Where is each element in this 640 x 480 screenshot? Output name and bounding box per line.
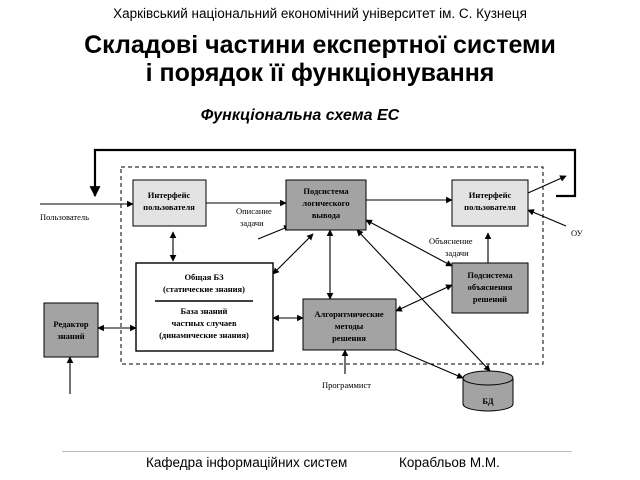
algo-explain-arrow (395, 284, 453, 312)
kb-dynamic-line-1: База знаний (181, 306, 228, 316)
ui-in-line-2: пользователя (143, 202, 195, 212)
inference-line-1: Подсистема (303, 186, 349, 196)
kb-dynamic-line-3: (динамические знания) (159, 330, 249, 340)
editor-box (43, 302, 99, 358)
task-desc-line-2: задачи (240, 218, 264, 228)
explain-line-2: объяснения (468, 282, 513, 292)
connectors (40, 175, 567, 394)
ou-return-arrow (527, 209, 567, 227)
system-boundary (120, 166, 544, 365)
editor-line-2: знаний (57, 331, 84, 341)
algo-line-3: решения (332, 333, 366, 343)
algo-line-2: методы (335, 321, 364, 331)
explain-line-1: Подсистема (467, 270, 513, 280)
ui-out-line-2: пользователя (464, 202, 516, 212)
editor-line-1: Редактор (53, 319, 89, 329)
task-expl-line-1: Объяснение (429, 236, 473, 246)
footer-author: Корабльов М.М. (399, 455, 500, 470)
inference-line-2: логического (302, 198, 349, 208)
title-line-1: Складові частини експертної системи (84, 31, 556, 59)
ui-out-box (451, 179, 529, 227)
ui-out-to-ou-arrow (527, 175, 567, 194)
task-desc-arrow (257, 225, 291, 240)
inference-box (285, 179, 367, 231)
explain-line-3: решений (473, 294, 507, 304)
kb-box (135, 262, 274, 352)
kb-dynamic-line-2: частных случаев (171, 318, 237, 328)
slide-title: Складові частини експертної системи і по… (0, 31, 640, 87)
ou-label: ОУ (571, 228, 584, 238)
explain-box (451, 262, 529, 314)
university-name: Харківський національний економічний уні… (113, 6, 527, 21)
db-cylinder (462, 370, 514, 412)
footer-department: Кафедра інформаційних систем (146, 455, 348, 470)
ui-in-line-1: Интерфейс (148, 190, 191, 200)
db-label: БД (482, 396, 493, 406)
inference-kb-arrow (272, 233, 314, 275)
algo-line-1: Алгоритмические (314, 309, 384, 319)
kb-static-line-2: (статические знания) (163, 284, 245, 294)
user-label: Пользователь (40, 212, 89, 222)
algo-box (302, 298, 397, 351)
programmer-label: Программист (322, 380, 371, 390)
ui-out-line-1: Интерфейс (469, 190, 512, 200)
footer-divider (62, 451, 572, 452)
ui-in-box (132, 179, 207, 227)
title-line-2: і порядок її функціонування (145, 59, 495, 87)
diagram-subtitle: Функціональна схема ЕС (200, 107, 400, 124)
algo-db-arrow (385, 344, 464, 379)
task-desc-line-1: Описание (236, 206, 272, 216)
task-expl-line-2: задачи (445, 248, 469, 258)
kb-static-line-1: Общая БЗ (184, 272, 224, 282)
feedback-loop (89, 148, 577, 198)
inference-line-3: вывода (312, 210, 341, 220)
